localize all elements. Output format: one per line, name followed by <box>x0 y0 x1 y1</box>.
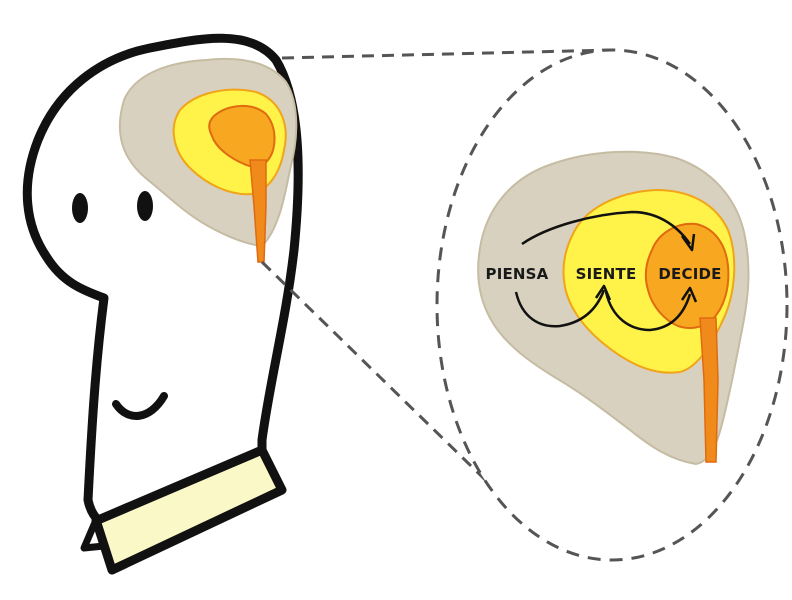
zoom-line-top <box>282 50 612 58</box>
label-think: PIENSA <box>486 265 549 283</box>
label-decide: DECIDE <box>658 265 721 283</box>
right-eye <box>137 191 153 221</box>
left-eye <box>72 193 88 223</box>
cartoon-head <box>27 38 298 570</box>
label-feel: SIENTE <box>576 265 637 283</box>
